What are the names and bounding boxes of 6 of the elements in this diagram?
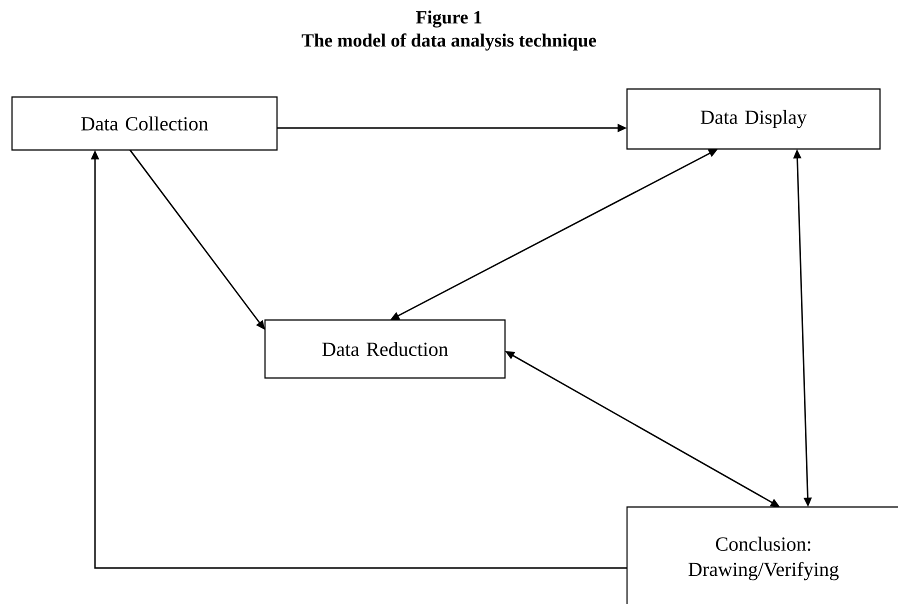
process-box: Conclusion: Drawing/Verifying	[626, 506, 898, 604]
figure-title: Figure 1	[416, 10, 482, 28]
process-box: Data Collection	[11, 96, 278, 151]
process-box: Data Display	[626, 88, 881, 150]
process-box: Data Reduction	[264, 319, 506, 379]
figure-subtitle: The model of data analysis technique	[302, 33, 596, 51]
